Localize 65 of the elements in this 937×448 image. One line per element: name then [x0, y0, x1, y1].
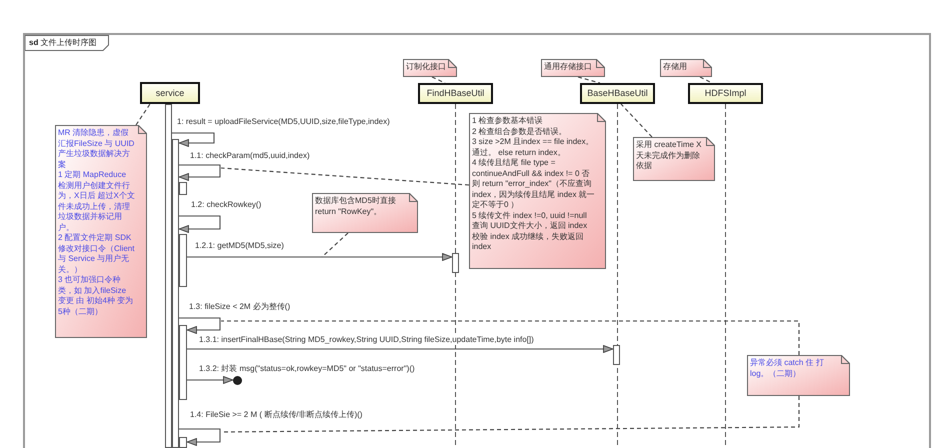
note-link	[322, 232, 348, 258]
message-arrow	[178, 215, 221, 233]
participant-name: FindHBaseUtil	[426, 88, 484, 99]
note-link	[221, 320, 800, 355]
message-label: 1.2.1: getMD5(MD5,size)	[194, 241, 285, 251]
message-label: 1.3.2: 封装 msg("status=ok,rowkey=MD5" or "status=error")()	[198, 364, 416, 374]
message-arrow	[179, 428, 221, 446]
note-text: 2 配置文件定期 SDK 修改对接口令（Client 与 Service 与用户无关。）	[58, 233, 136, 275]
activation-bar	[165, 104, 172, 448]
note-text: 4 续传且结尾 file type = continueAndFull && index != 0 否则 return "error_index"（不应查询 index，因为续传且结尾 index 就一定不等于0 ）	[472, 158, 595, 210]
note-text: 通用存储接口	[544, 62, 593, 72]
note-text: 3 也可加强口令种类，如 加入fileSize 变更 由 初始4种 变为5种（二期）	[58, 275, 134, 317]
message-arrow	[187, 253, 452, 261]
note	[55, 125, 147, 338]
message-label: 1.3.1: insertFinalHBase(String MD5_rowkey,String UUID,String fileSize,updateTime,byte info[])	[198, 335, 535, 345]
note-text: 5 续传文件 index !=0, uuid !=null 查询 UUID文件大小，返回 index 校验 index 成功继续，失败返回 index	[472, 210, 588, 252]
note	[469, 113, 606, 269]
message-arrow	[179, 317, 221, 334]
activation-bar	[172, 139, 179, 448]
note	[660, 59, 712, 77]
message-arrow	[187, 345, 614, 353]
note-link	[220, 167, 470, 186]
note-text: 异常必须 catch 住 打 log。（二期）	[750, 358, 825, 379]
note-text: 2 检查组合参数是否错误。	[472, 126, 568, 137]
message-arrow	[178, 164, 221, 181]
note-text: 1 定期 MapReduce 检测用户创建文件行为，X日后 超过X个文件未成功上传，清理垃圾数据并标记用户。	[58, 170, 136, 233]
note-link	[620, 104, 652, 138]
note-link	[136, 104, 150, 126]
lifeline-head	[580, 83, 655, 104]
participant-name: BaseHBaseUtil	[587, 88, 648, 99]
note-link	[578, 76, 600, 84]
message-arrow	[172, 132, 215, 147]
lifeline-head	[140, 82, 200, 104]
note-text: 数据库包含MD5时直接 return "RowKey"。	[315, 196, 397, 217]
note-link	[221, 396, 800, 433]
note-text: 3 size >2M 且index == file index。通过。 else return index。	[472, 137, 595, 158]
note	[541, 59, 605, 77]
lifeline-head	[688, 83, 763, 104]
note-text: 1 检查参数基本错误	[472, 116, 544, 126]
note-text: MR 清除隐患，虚假汇报FileSize 与 UUID 产生垃圾数据解决方案	[58, 128, 136, 170]
note	[312, 193, 418, 233]
message-label: 1.4: FileSie >= 2 M ( 断点续传/非断点续传上传)()	[189, 410, 364, 420]
note-link	[700, 76, 712, 84]
note-text: 订制化接口	[406, 62, 446, 72]
dot-icon	[233, 376, 242, 385]
message-label: 1.1: checkParam(md5,uuid,index)	[189, 151, 311, 161]
message-label: 1: result = uploadFileService(MD5,UUID,size,fileType,index)	[176, 117, 391, 127]
message-label: 1.3: fileSize < 2M 必为整传()	[188, 302, 292, 312]
note	[747, 355, 850, 396]
activation-bar	[613, 345, 620, 365]
activation-bar	[179, 325, 187, 400]
frame-title: sd 文件上传时序图	[29, 38, 97, 47]
note	[403, 59, 457, 77]
note-text: 存储用	[663, 62, 688, 72]
activation-bar	[452, 253, 459, 273]
note-text: 采用 createTime X天未完成作为删除依据	[636, 140, 702, 172]
activation-bar	[179, 234, 187, 287]
message-label: 1.2: checkRowkey()	[190, 200, 262, 210]
participant-name: service	[156, 88, 184, 98]
note	[633, 137, 715, 181]
message-arrow	[187, 376, 234, 384]
lifeline-head	[418, 83, 493, 104]
participant-name: HDFSImpl	[704, 88, 746, 99]
activation-bar	[179, 182, 187, 195]
activation-bar	[179, 437, 187, 448]
